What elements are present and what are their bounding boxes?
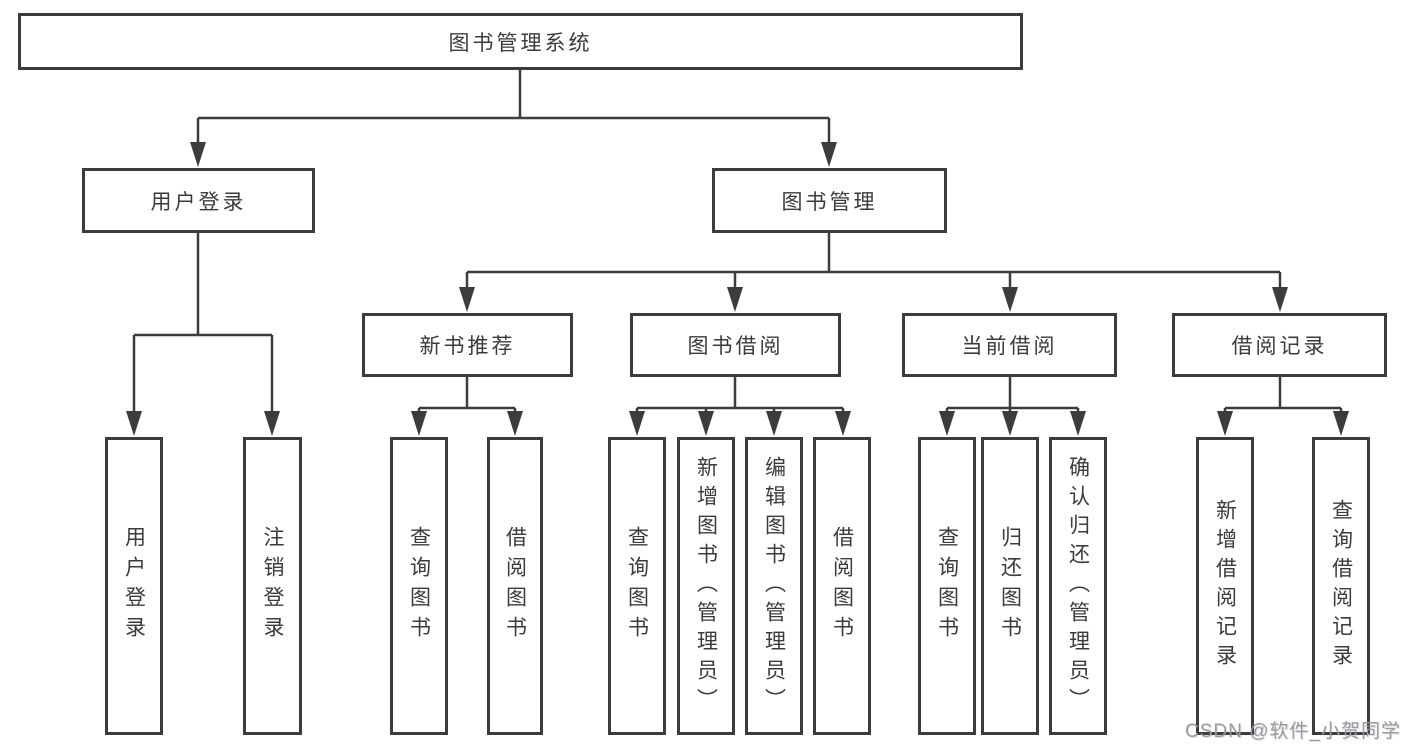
arrow-down-icon <box>411 411 427 436</box>
arrow-down-icon <box>1070 411 1086 436</box>
node-label: 借阅记录 <box>1231 335 1328 358</box>
leaf-borrow-books: 借阅图书 <box>813 437 871 735</box>
node-label: 借阅图书 <box>830 526 854 646</box>
node-label: 用户登录 <box>150 190 247 214</box>
arrow-down-icon <box>1002 411 1018 436</box>
leaf-confirm-return-admin: 确认归还（管理员） <box>1049 437 1107 735</box>
node-label: 编辑图书（管理员） <box>762 455 786 717</box>
node-label: 图书借阅 <box>687 335 784 358</box>
leaf-add-borrow-record: 新增借阅记录 <box>1196 437 1254 735</box>
node-label: 借阅图书 <box>503 526 527 646</box>
node-new-book-recommend: 新书推荐 <box>362 313 573 377</box>
node-label: 用户登录 <box>122 526 146 646</box>
node-label: 新增借阅记录 <box>1213 499 1237 673</box>
leaf-edit-books-admin: 编辑图书（管理员） <box>745 437 803 735</box>
arrow-down-icon <box>939 411 955 436</box>
leaf-borrow-books-recommend: 借阅图书 <box>487 437 543 735</box>
arrow-down-icon <box>629 411 645 436</box>
arrow-down-icon <box>190 142 206 167</box>
leaf-query-books-current: 查询图书 <box>918 437 976 735</box>
node-label: 归还图书 <box>998 526 1022 646</box>
leaf-logout: 注销登录 <box>243 437 302 735</box>
node-label: 注销登录 <box>261 526 284 646</box>
arrow-down-icon <box>766 411 782 436</box>
node-library-system: 图书管理系统 <box>18 13 1023 70</box>
node-label: 图书管理系统 <box>448 31 593 55</box>
node-current-borrowing: 当前借阅 <box>902 313 1117 377</box>
arrowheads-group <box>126 142 1349 436</box>
leaf-user-login: 用户登录 <box>105 437 163 735</box>
node-book-borrowing: 图书借阅 <box>630 313 841 377</box>
node-label: 新书推荐 <box>419 335 516 358</box>
node-book-management: 图书管理 <box>712 168 947 233</box>
arrow-down-icon <box>835 411 851 436</box>
arrow-down-icon <box>727 287 743 312</box>
arrow-down-icon <box>126 411 142 436</box>
node-label: 确认归还（管理员） <box>1066 455 1090 717</box>
arrow-down-icon <box>507 411 523 436</box>
node-label: 查询图书 <box>625 526 649 646</box>
arrow-down-icon <box>1272 287 1288 312</box>
arrow-down-icon <box>1217 411 1233 436</box>
node-label: 当前借阅 <box>961 335 1058 358</box>
leaf-return-books: 归还图书 <box>981 437 1039 735</box>
arrow-down-icon <box>821 142 837 167</box>
watermark: CSDN @软件_小贺同学 <box>1185 721 1401 742</box>
node-label: 新增图书（管理员） <box>694 455 718 717</box>
leaf-query-books-recommend: 查询图书 <box>390 437 448 735</box>
arrow-down-icon <box>698 411 714 436</box>
arrow-down-icon <box>264 411 280 436</box>
arrow-down-icon <box>1333 411 1349 436</box>
node-borrowing-records: 借阅记录 <box>1172 313 1387 377</box>
arrow-down-icon <box>1002 287 1018 312</box>
node-label: 图书管理 <box>781 190 878 214</box>
leaf-query-borrow-record: 查询借阅记录 <box>1312 437 1370 735</box>
leaf-query-books-borrowing: 查询图书 <box>608 437 666 735</box>
leaf-add-books-admin: 新增图书（管理员） <box>677 437 735 735</box>
node-user-login: 用户登录 <box>82 168 315 233</box>
arrow-down-icon <box>459 287 475 312</box>
node-label: 查询图书 <box>935 526 959 646</box>
node-label: 查询图书 <box>407 526 431 646</box>
node-label: 查询借阅记录 <box>1329 499 1353 673</box>
